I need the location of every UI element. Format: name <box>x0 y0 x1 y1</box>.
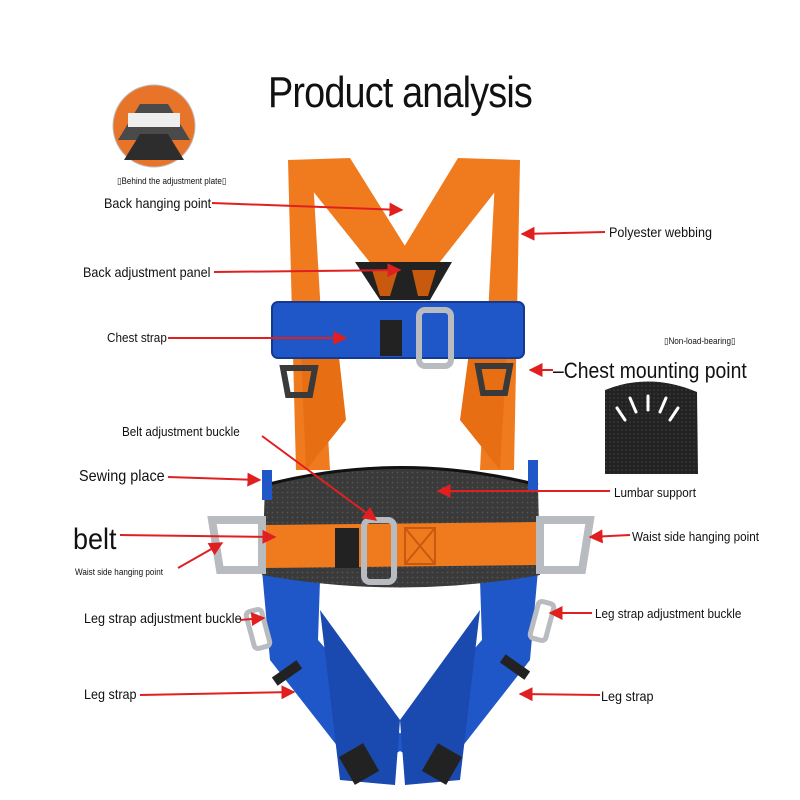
arrow-waist-side-right <box>588 529 631 544</box>
label-sewing-place: Sewing place <box>79 468 165 485</box>
label-back-hanging-point: Back hanging point <box>104 195 212 211</box>
arrow-sewing-place <box>167 472 262 487</box>
arrow-waist-side-left <box>177 542 224 569</box>
label-leg-strap-adjustment-buckle-right: Leg strap adjustment buckle <box>595 606 742 621</box>
label-waist-side-hanging-point-right: Waist side hanging point <box>632 529 760 544</box>
label-chest-strap: Chest strap <box>107 330 167 345</box>
page-title: Product analysis <box>268 68 533 117</box>
label-leg-strap-adjustment-buckle-left: Leg strap adjustment buckle <box>84 610 242 626</box>
mesh-inset <box>605 381 698 474</box>
annotation-arrows <box>119 202 631 702</box>
label-polyester-webbing: Polyester webbing <box>609 224 712 240</box>
adjustment-plate-inset <box>112 84 196 168</box>
label-belt-adjustment-buckle: Belt adjustment buckle <box>122 424 240 439</box>
arrow-leg-buckle-left <box>239 612 266 627</box>
label-leg-strap-right: Leg strap <box>601 688 654 704</box>
arrow-back-adjustment-panel <box>213 263 402 278</box>
arrow-belt-adjustment-buckle <box>261 435 378 521</box>
non-load-bearing-caption: ▯Non-load-bearing▯ <box>664 336 736 346</box>
leg-straps <box>243 570 557 785</box>
arrow-leg-strap-left <box>139 685 296 700</box>
adjustment-plate-caption: ▯Behind the adjustment plate▯ <box>117 176 227 186</box>
label-belt: belt <box>73 523 117 556</box>
label-lumbar-support: Lumbar support <box>614 485 696 500</box>
arrow-polyester-webbing <box>520 226 606 241</box>
label-leg-strap-left: Leg strap <box>84 686 137 702</box>
arrow-belt <box>119 529 277 544</box>
arrow-leg-strap-right <box>518 687 601 702</box>
label-waist-side-hanging-point-left: Waist side hanging point <box>75 567 163 577</box>
arrow-back-hanging-point <box>211 202 404 217</box>
label-back-adjustment-panel: Back adjustment panel <box>83 264 211 280</box>
label-chest-mounting-point: –Chest mounting point <box>553 358 747 383</box>
